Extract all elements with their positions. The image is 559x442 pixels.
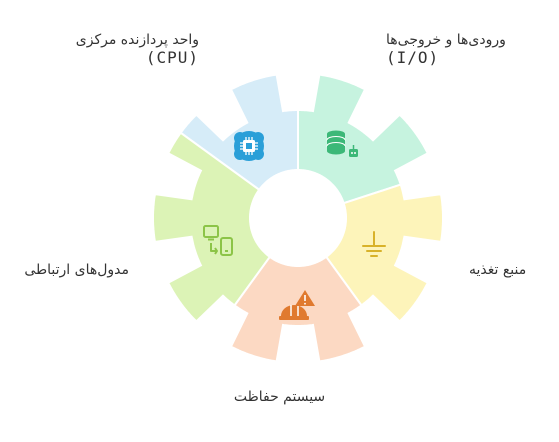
hazard-icon [279,290,315,320]
communication-modules-label: مدول‌های ارتباطی [24,262,129,278]
power-supply-label: منبع تغذیه [469,262,527,278]
io-label-text: ورودی‌ها و خروجی‌ها [386,32,506,48]
cpu-label-code: (CPU) [145,48,199,67]
cpu-brain-icon [234,131,264,161]
io-label: ورودی‌ها و خروجی‌ها (I/O) [386,32,506,66]
gear-hub [250,170,346,266]
io-label-code: (I/O) [386,48,440,67]
database-robot-icon [326,130,358,157]
cpu-label-text: واحد پردازنده مرکزی [75,32,199,48]
safety-system-label: سیستم حفاظت [233,389,326,405]
ground-icon [362,231,386,257]
cpu-label: واحد پردازنده مرکزی (CPU) [76,32,199,66]
devices-icon [203,225,233,256]
